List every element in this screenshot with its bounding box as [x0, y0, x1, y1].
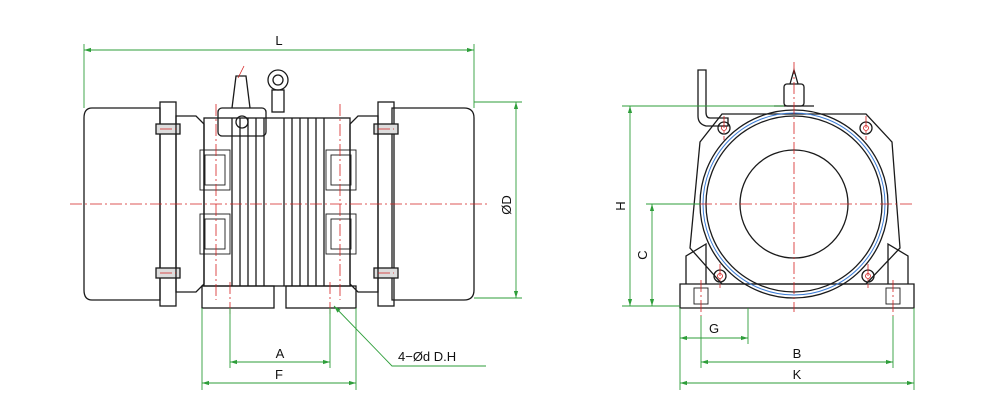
- dim-label-D: ØD: [499, 195, 514, 215]
- dim-label-K: K: [793, 367, 802, 382]
- terminal-box: [217, 65, 267, 137]
- lifting-eye: [267, 69, 289, 113]
- dim-label-B: B: [793, 346, 802, 361]
- dim-label-F: F: [275, 367, 283, 382]
- hole-note: 4−Ød D.H: [398, 349, 456, 364]
- foot-left: [201, 285, 275, 309]
- eccentric-weights-left: [199, 149, 231, 255]
- right-end-cover: [391, 107, 475, 301]
- left-end-cover: [83, 107, 161, 301]
- dim-label-G: G: [709, 321, 719, 336]
- side-view: L ØD A F 4−Ød D.H: [70, 33, 522, 390]
- dim-label-L: L: [275, 33, 282, 48]
- dim-label-H: H: [613, 201, 628, 210]
- cable-gland: [697, 69, 729, 127]
- cooling-fins: [231, 118, 325, 286]
- front-view: H C G B K: [613, 62, 915, 390]
- dim-label-C: C: [635, 250, 650, 259]
- foot-right: [285, 285, 357, 309]
- hole-leader: [333, 305, 486, 367]
- front-housing: [689, 113, 901, 285]
- motor-body: [203, 117, 351, 287]
- eccentric-weights-right: [325, 149, 357, 255]
- dim-label-A: A: [276, 346, 285, 361]
- front-base: [679, 283, 915, 309]
